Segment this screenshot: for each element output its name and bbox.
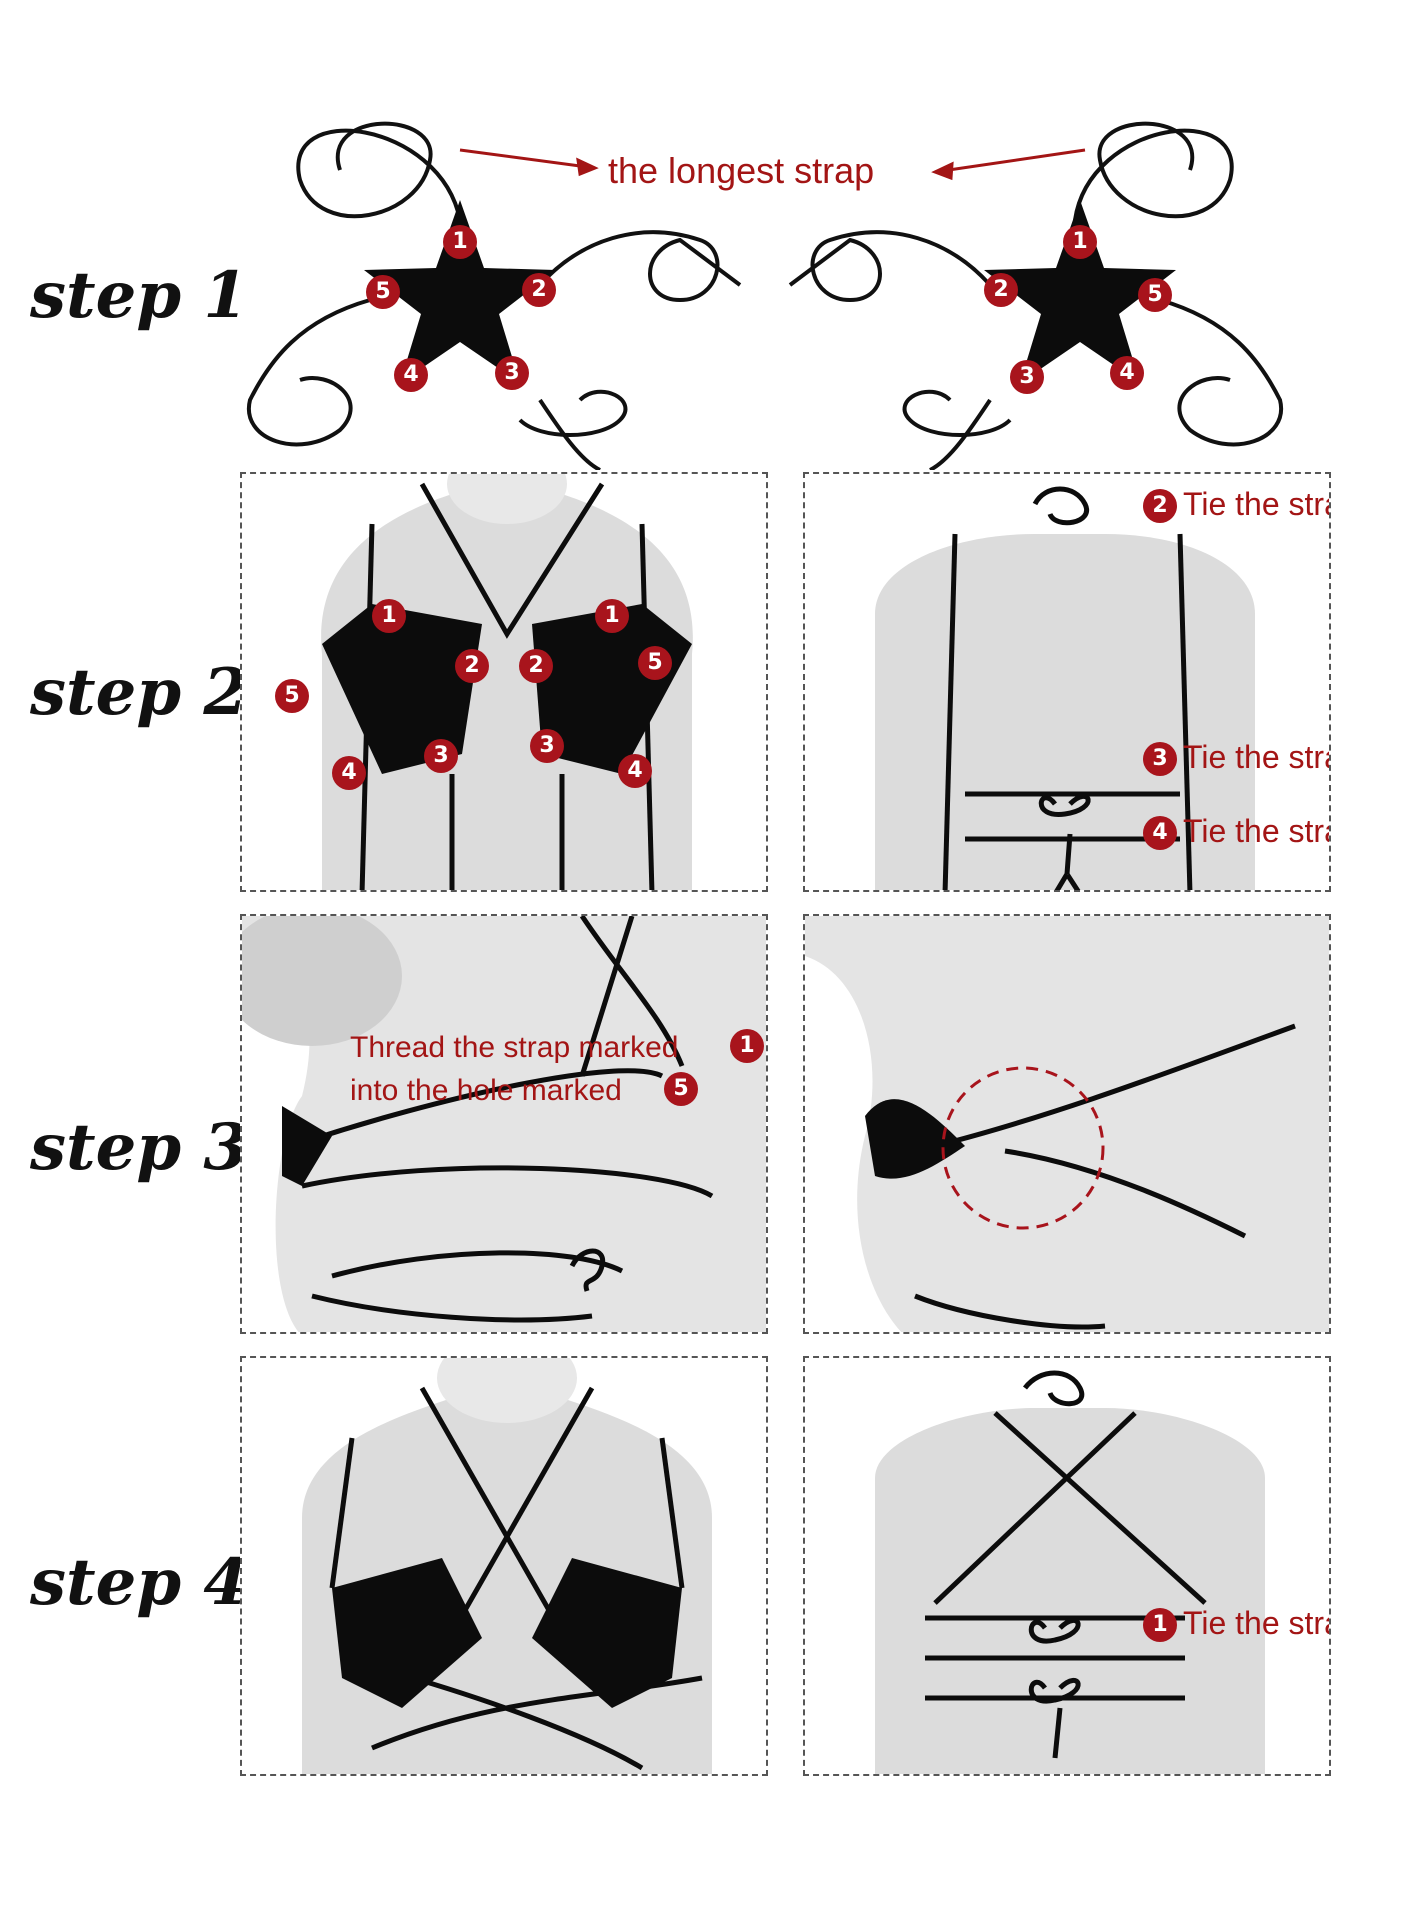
step-1-label: step 1 xyxy=(30,258,248,333)
front-left-badge-2: 2 xyxy=(455,649,489,683)
left-star-shape xyxy=(364,200,556,383)
left-star-badge-1: 1 xyxy=(443,225,477,259)
step-1-diagram xyxy=(246,121,1284,470)
back-note-badge-3: 3 xyxy=(1143,742,1177,776)
right-star-shape xyxy=(984,200,1176,383)
thread-badge-5: 5 xyxy=(664,1072,698,1106)
left-star-badge-3: 3 xyxy=(495,356,529,390)
right-star-badge-4: 4 xyxy=(1110,356,1144,390)
back-note-badge-2: 2 xyxy=(1143,489,1177,523)
front-left-badge-5: 5 xyxy=(275,679,309,713)
step4-back-badge-1: 1 xyxy=(1143,1608,1177,1642)
thread-instruction-line-2: into the hole marked xyxy=(350,1074,622,1107)
right-star-badge-1: 1 xyxy=(1063,225,1097,259)
left-star-badge-4: 4 xyxy=(394,358,428,392)
right-star-badge-3: 3 xyxy=(1010,360,1044,394)
right-star-badge-5: 5 xyxy=(1138,278,1172,312)
back-note-badge-4: 4 xyxy=(1143,816,1177,850)
step-3-label: step 3 xyxy=(30,1110,248,1185)
front-right-badge-3: 3 xyxy=(530,729,564,763)
left-star-badge-5: 5 xyxy=(366,275,400,309)
step-4-front-panel xyxy=(240,1356,768,1776)
step4-back-note-text: Tie the strap xyxy=(1183,1605,1329,1641)
step-2-label: step 2 xyxy=(30,655,248,730)
front-right-badge-1: 1 xyxy=(595,599,629,633)
back-note-text-4: Tie the strap xyxy=(1183,813,1329,849)
step-3-right-panel xyxy=(803,914,1331,1334)
front-left-badge-3: 3 xyxy=(424,739,458,773)
back-note-text-2: Tie the strap xyxy=(1183,486,1329,522)
front-right-badge-4: 4 xyxy=(618,754,652,788)
front-left-badge-1: 1 xyxy=(372,599,406,633)
step-2-front-panel: 1 2 3 4 5 1 2 3 4 5 xyxy=(240,472,768,892)
step-4-label: step 4 xyxy=(30,1545,248,1620)
thread-instruction-line-1: Thread the strap marked xyxy=(350,1031,679,1064)
step-3-left-panel: Thread the strap marked 1 into the hole … xyxy=(240,914,768,1334)
front-right-badge-5: 5 xyxy=(638,646,672,680)
thread-badge-1: 1 xyxy=(730,1029,764,1063)
step-4-back-panel: 1 Tie the strap xyxy=(803,1356,1331,1776)
back-note-text-3: Tie the strap xyxy=(1183,739,1329,775)
left-star-badge-2: 2 xyxy=(522,273,556,307)
step-2-back-panel: 2 Tie the strap 3 Tie the strap 4 Tie th… xyxy=(803,472,1331,892)
right-star-badge-2: 2 xyxy=(984,273,1018,307)
front-right-badge-2: 2 xyxy=(519,649,553,683)
front-left-badge-4: 4 xyxy=(332,756,366,790)
longest-strap-callout: the longest strap xyxy=(608,150,875,191)
